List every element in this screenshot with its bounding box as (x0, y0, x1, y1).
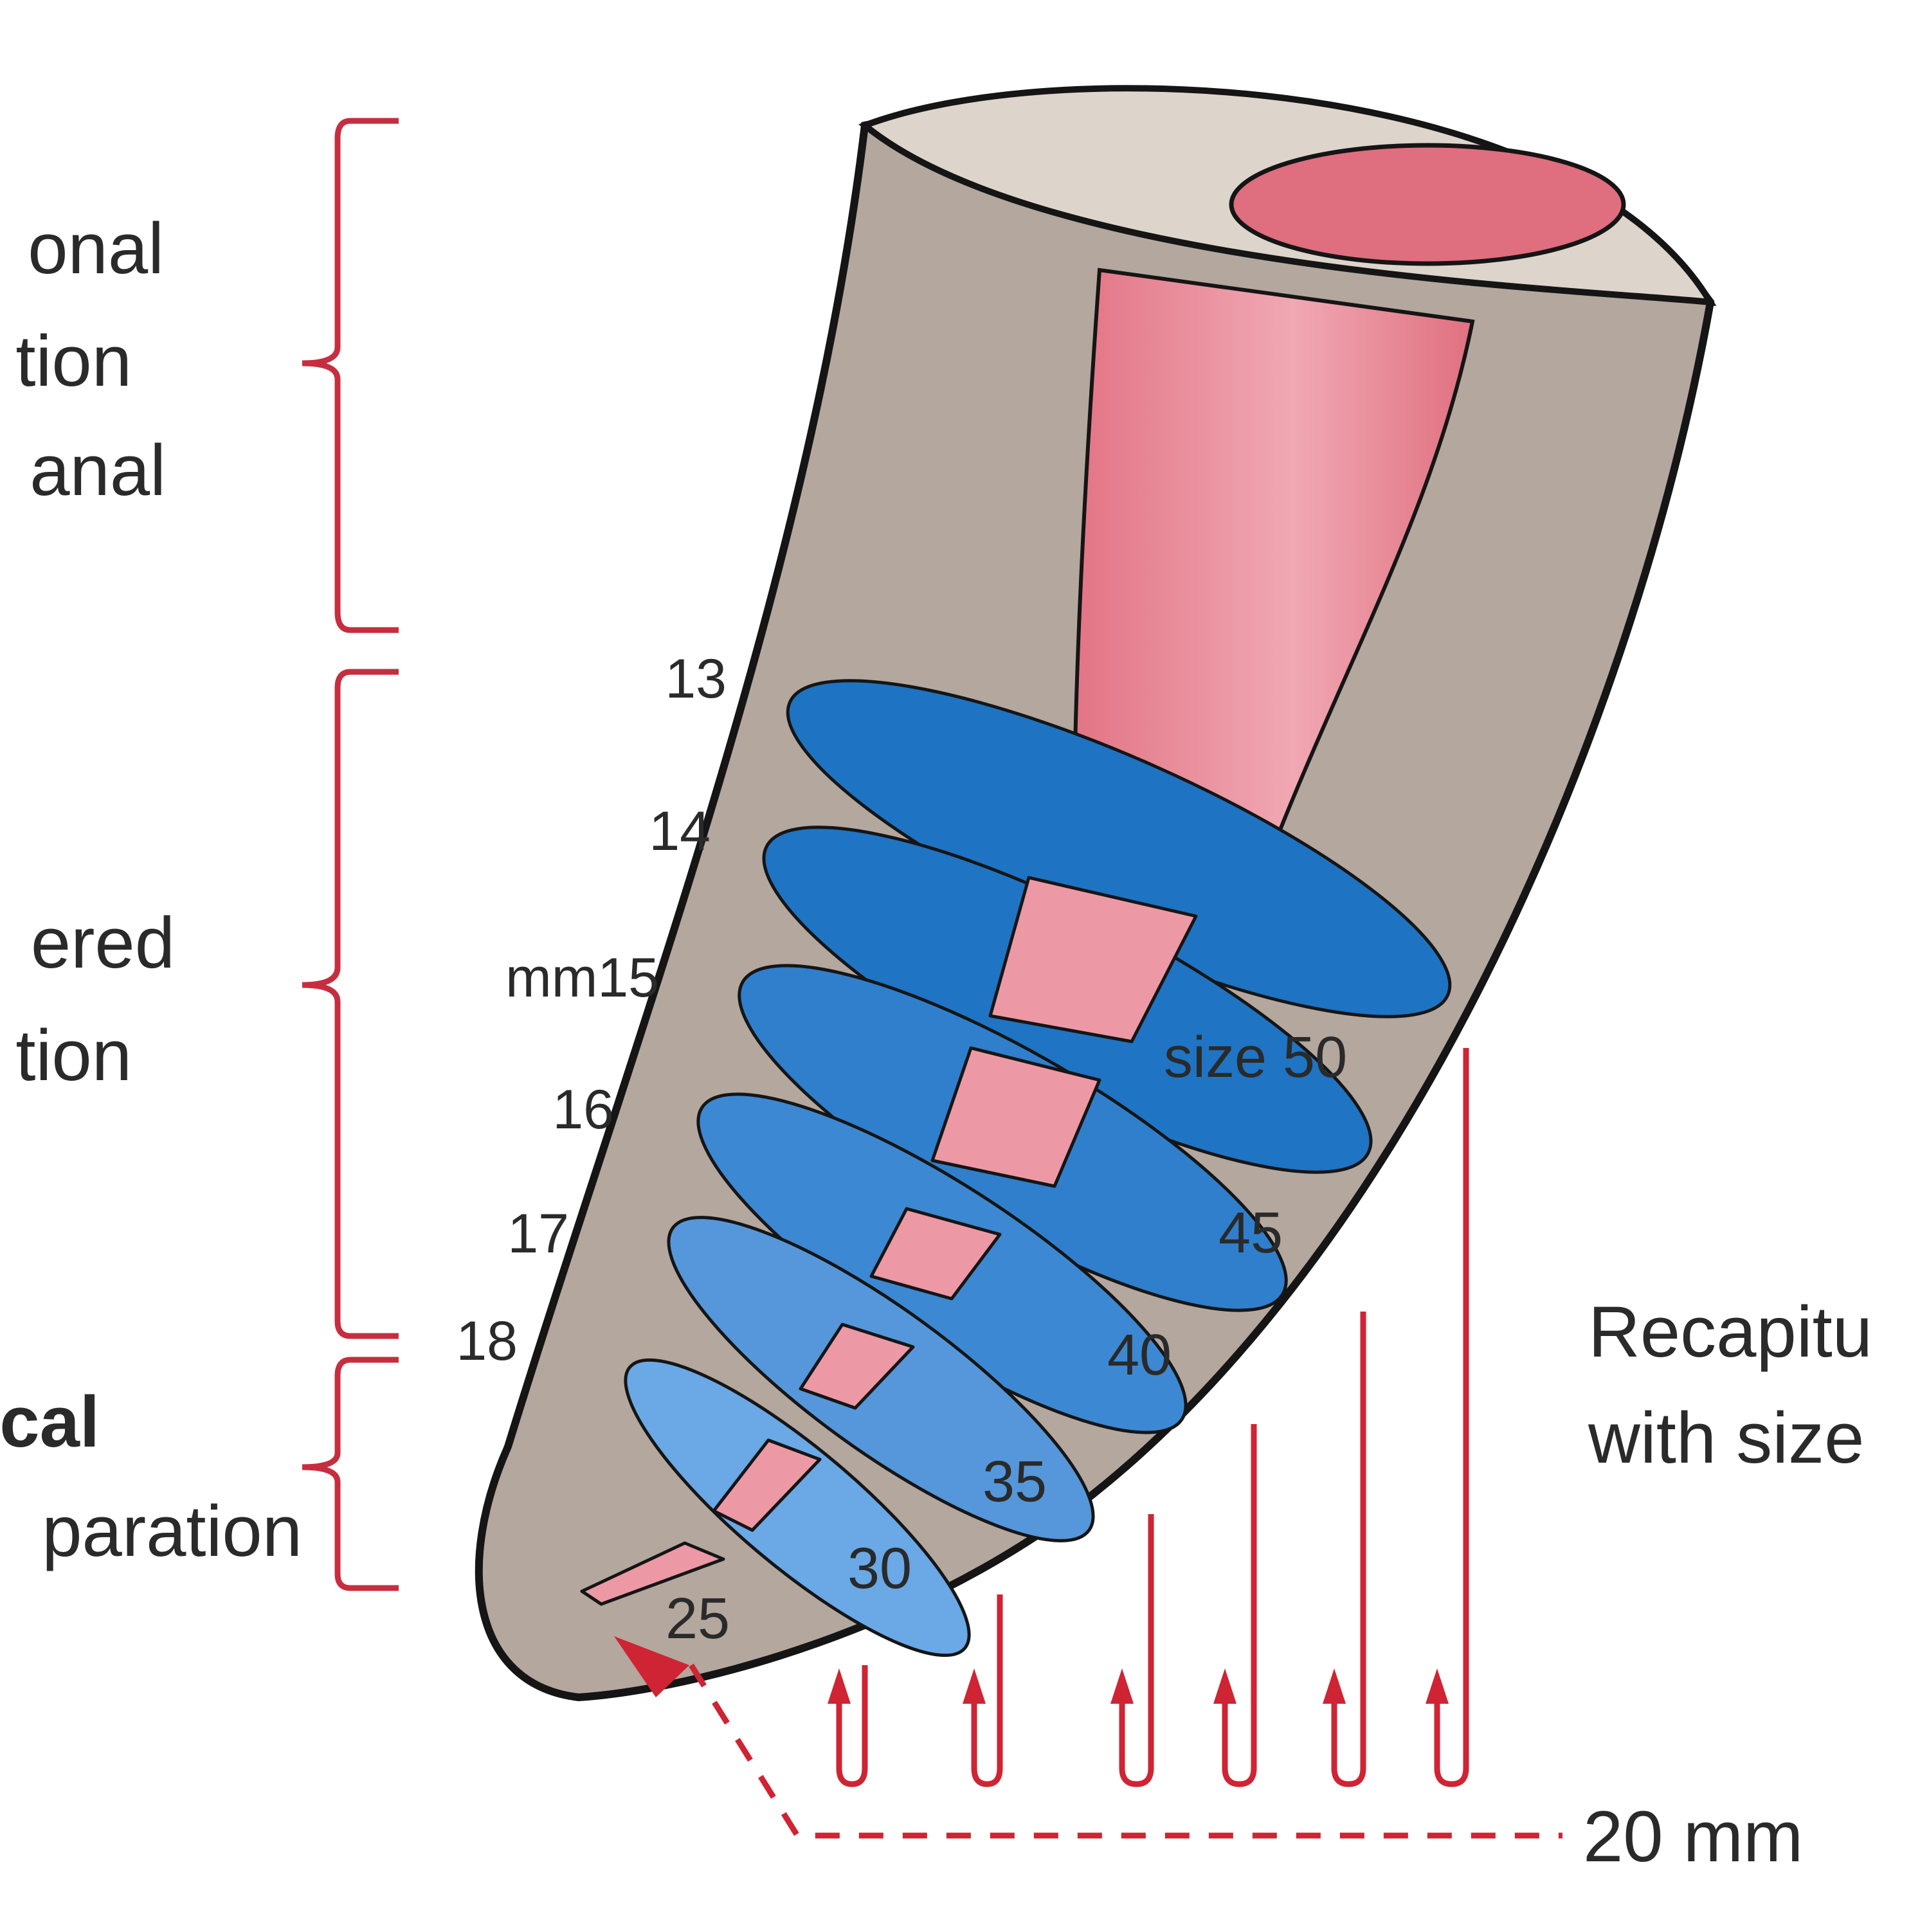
recap-arrow-4 (1213, 1424, 1257, 1787)
left-label-coronal-line-1: onal (28, 208, 164, 289)
recap-caption-line-2: with size (1588, 1398, 1864, 1478)
depth-mark-17: 17 (507, 1203, 569, 1265)
recap-arrow-head (828, 1668, 851, 1704)
instrument-disc-6 (624, 1358, 971, 1657)
recap-arrow-head (1426, 1668, 1449, 1704)
canal-steps (580, 876, 1198, 1606)
recap-arrow-head (1110, 1668, 1134, 1704)
size-label-30: 30 (847, 1537, 912, 1601)
depth-mark-13: 13 (665, 648, 727, 710)
left-label-apical-line-2: paration (42, 1491, 302, 1571)
left-label-coronal: onal tion anal (15, 208, 166, 510)
size-label-50: size 50 (1164, 1025, 1347, 1090)
left-label-coronal-line-3: anal (30, 430, 166, 510)
left-label-stepback-line-2: tion (15, 1015, 132, 1096)
recap-arrow-2 (963, 1594, 1003, 1787)
canal-step-3 (869, 1207, 1002, 1301)
bracket-coronal (302, 118, 399, 633)
bracket-stepback (302, 669, 399, 1339)
recapitulation-arrows (828, 1048, 1469, 1787)
size-label-45: 45 (1218, 1201, 1283, 1265)
recap-arrow-line (1434, 1048, 1469, 1787)
recap-arrow-5 (1323, 1312, 1366, 1787)
canal-step-6 (580, 1541, 725, 1606)
left-label-stepback: ered tion (15, 903, 175, 1096)
recap-arrow-line (971, 1594, 1003, 1787)
apex-arrow-head (614, 1636, 689, 1697)
file-size-labels: 25 30 35 40 45 size 50 (666, 1025, 1347, 1651)
bracket-apical (302, 1357, 399, 1591)
working-length-dashed-line (689, 1663, 1562, 1839)
recap-caption-line-1: Recapitu (1588, 1292, 1872, 1372)
recap-arrow-line (1119, 1514, 1154, 1787)
recap-arrow-head (963, 1668, 986, 1704)
size-label-40: 40 (1107, 1323, 1172, 1387)
depth-mark-18: 18 (456, 1310, 518, 1372)
depth-marks: 13 14 mm15 16 17 18 (456, 648, 727, 1372)
left-label-stepback-line-1: ered (31, 903, 175, 983)
left-label-apical: cal paration (0, 1382, 302, 1571)
recapitulation-caption: Recapitu with size (1588, 1292, 1872, 1478)
recap-arrow-head (1323, 1668, 1346, 1704)
recap-arrow-line (836, 1665, 868, 1787)
recap-arrow-6 (1426, 1048, 1469, 1787)
section-brackets (302, 118, 399, 1591)
working-length-indicator (614, 1636, 1562, 1839)
depth-mark-15: mm15 (505, 947, 659, 1009)
working-length-label: 20 mm (1583, 1796, 1803, 1877)
canal-step-5 (712, 1438, 822, 1532)
depth-mark-16: 16 (552, 1079, 614, 1141)
size-label-35: 35 (983, 1450, 1047, 1514)
canal-orifice (1229, 143, 1626, 266)
left-label-coronal-line-2: tion (15, 321, 132, 401)
left-label-apical-line-1: cal (0, 1382, 100, 1462)
canal-step-2 (930, 1046, 1101, 1188)
recap-arrow-line (1331, 1312, 1366, 1787)
recap-arrow-3 (1110, 1514, 1154, 1787)
recap-arrow-1 (828, 1665, 868, 1787)
recap-arrow-line (1222, 1424, 1257, 1787)
canal-step-1 (988, 876, 1198, 1043)
recap-arrow-head (1213, 1668, 1236, 1704)
canal-step-4 (799, 1323, 915, 1410)
depth-mark-14: 14 (649, 800, 711, 862)
size-label-25: 25 (666, 1587, 730, 1651)
